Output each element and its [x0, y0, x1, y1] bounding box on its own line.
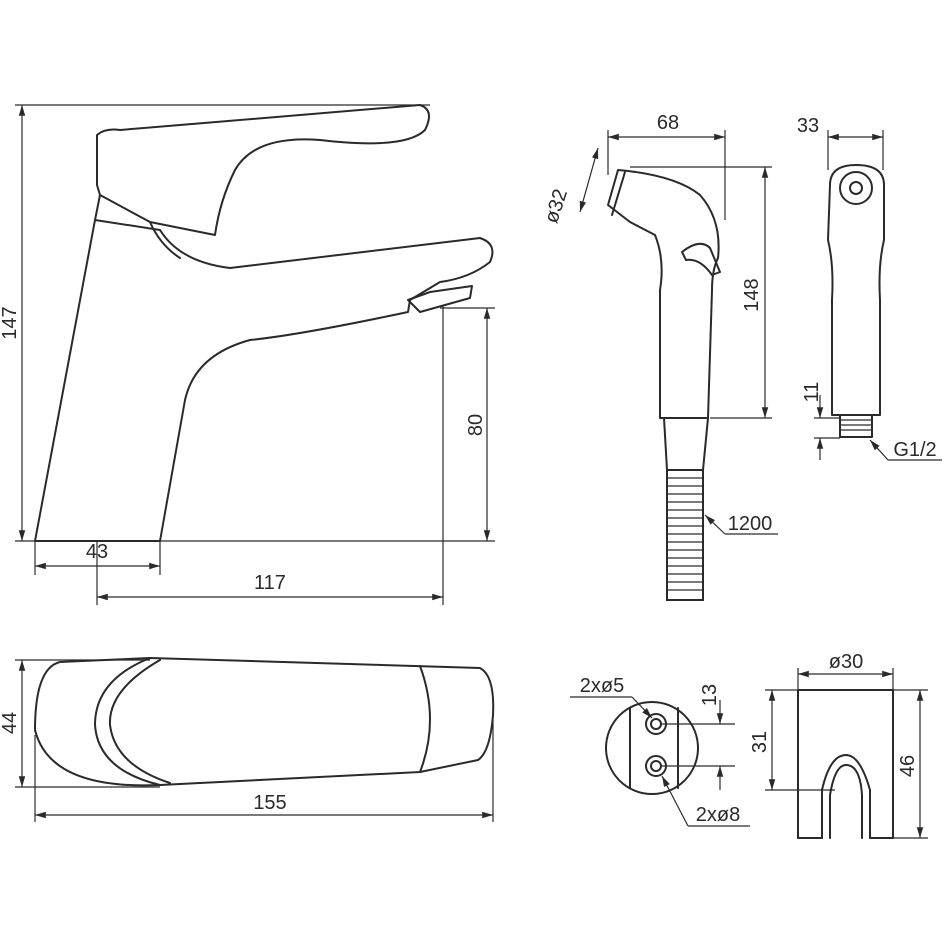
hose-ribs — [667, 477, 703, 591]
faucet-side-view — [34, 104, 494, 542]
dim-head-diameter: ø32 — [541, 186, 573, 226]
dim-top-length: 155 — [253, 792, 286, 814]
holder-bracket-dimensions: ø30 31 46 — [749, 651, 928, 839]
dim-front-width: 33 — [797, 115, 819, 137]
dim-thread-length: 11 — [801, 382, 823, 403]
shower-front-view — [827, 164, 885, 438]
faucet-top-dimensions: 44 155 — [0, 659, 494, 822]
dim-height: 147 — [0, 306, 21, 339]
shower-front-dimensions: 33 11 G1/2 — [797, 115, 942, 461]
dim-thread: G1/2 — [893, 439, 936, 461]
shower-side-view — [607, 169, 721, 601]
dim-spout-height: 80 — [465, 414, 487, 436]
dim-shower-length: 148 — [741, 278, 763, 311]
dim-bracket-height: 46 — [897, 755, 919, 777]
dim-small-holes: 2xø5 — [580, 675, 624, 697]
dim-shower-width: 68 — [657, 112, 679, 134]
faucet-side-dimensions: 147 43 117 80 — [0, 104, 495, 605]
dim-top-width: 44 — [0, 712, 21, 734]
holder-plate-dimensions: 2xø5 13 2xø8 — [570, 675, 750, 827]
faucet-top-view — [34, 657, 495, 787]
holder-plate-view — [605, 701, 699, 795]
dim-hole-spacing: 13 — [699, 684, 721, 706]
dim-large-holes: 2xø8 — [696, 804, 740, 826]
dim-bracket-diameter: ø30 — [829, 651, 863, 673]
dim-reach: 117 — [254, 572, 286, 594]
dim-hose-length: 1200 — [728, 513, 773, 535]
holder-bracket-view — [797, 689, 894, 839]
dim-hook-height: 31 — [749, 731, 771, 753]
